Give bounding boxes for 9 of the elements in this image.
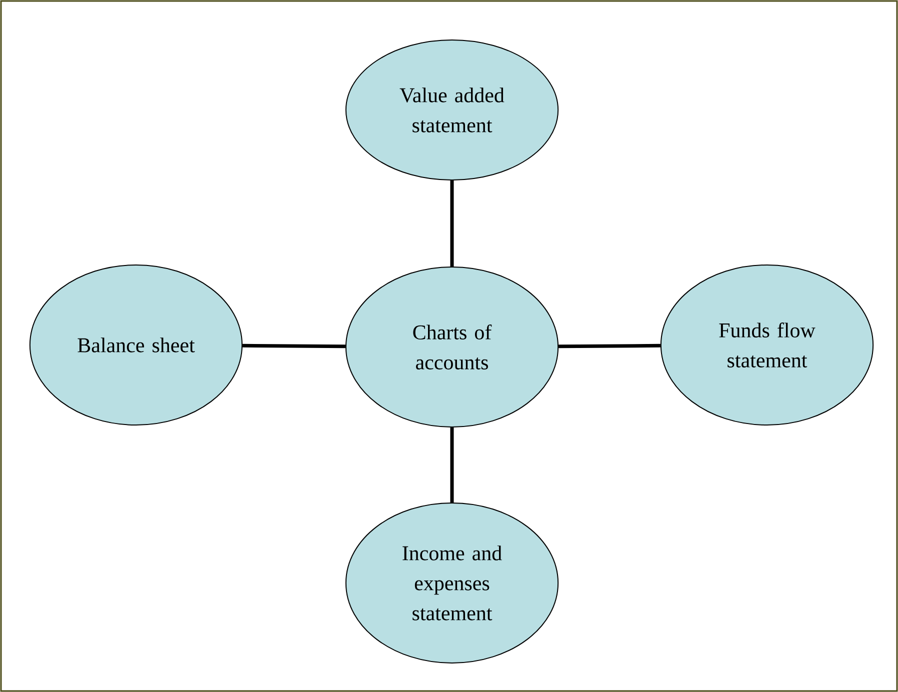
ellipse-node: Income and expenses statement xyxy=(345,502,559,664)
ellipse-node: Value added statement xyxy=(345,40,559,180)
ellipse-node: Charts of accounts xyxy=(345,266,559,428)
connector-line xyxy=(242,344,346,348)
ellipse-node: Funds flow statement xyxy=(660,264,874,426)
connector-line xyxy=(558,344,660,348)
ellipse-node: Balance sheet xyxy=(29,264,243,426)
connector-line xyxy=(450,180,454,266)
connector-line xyxy=(450,428,454,502)
